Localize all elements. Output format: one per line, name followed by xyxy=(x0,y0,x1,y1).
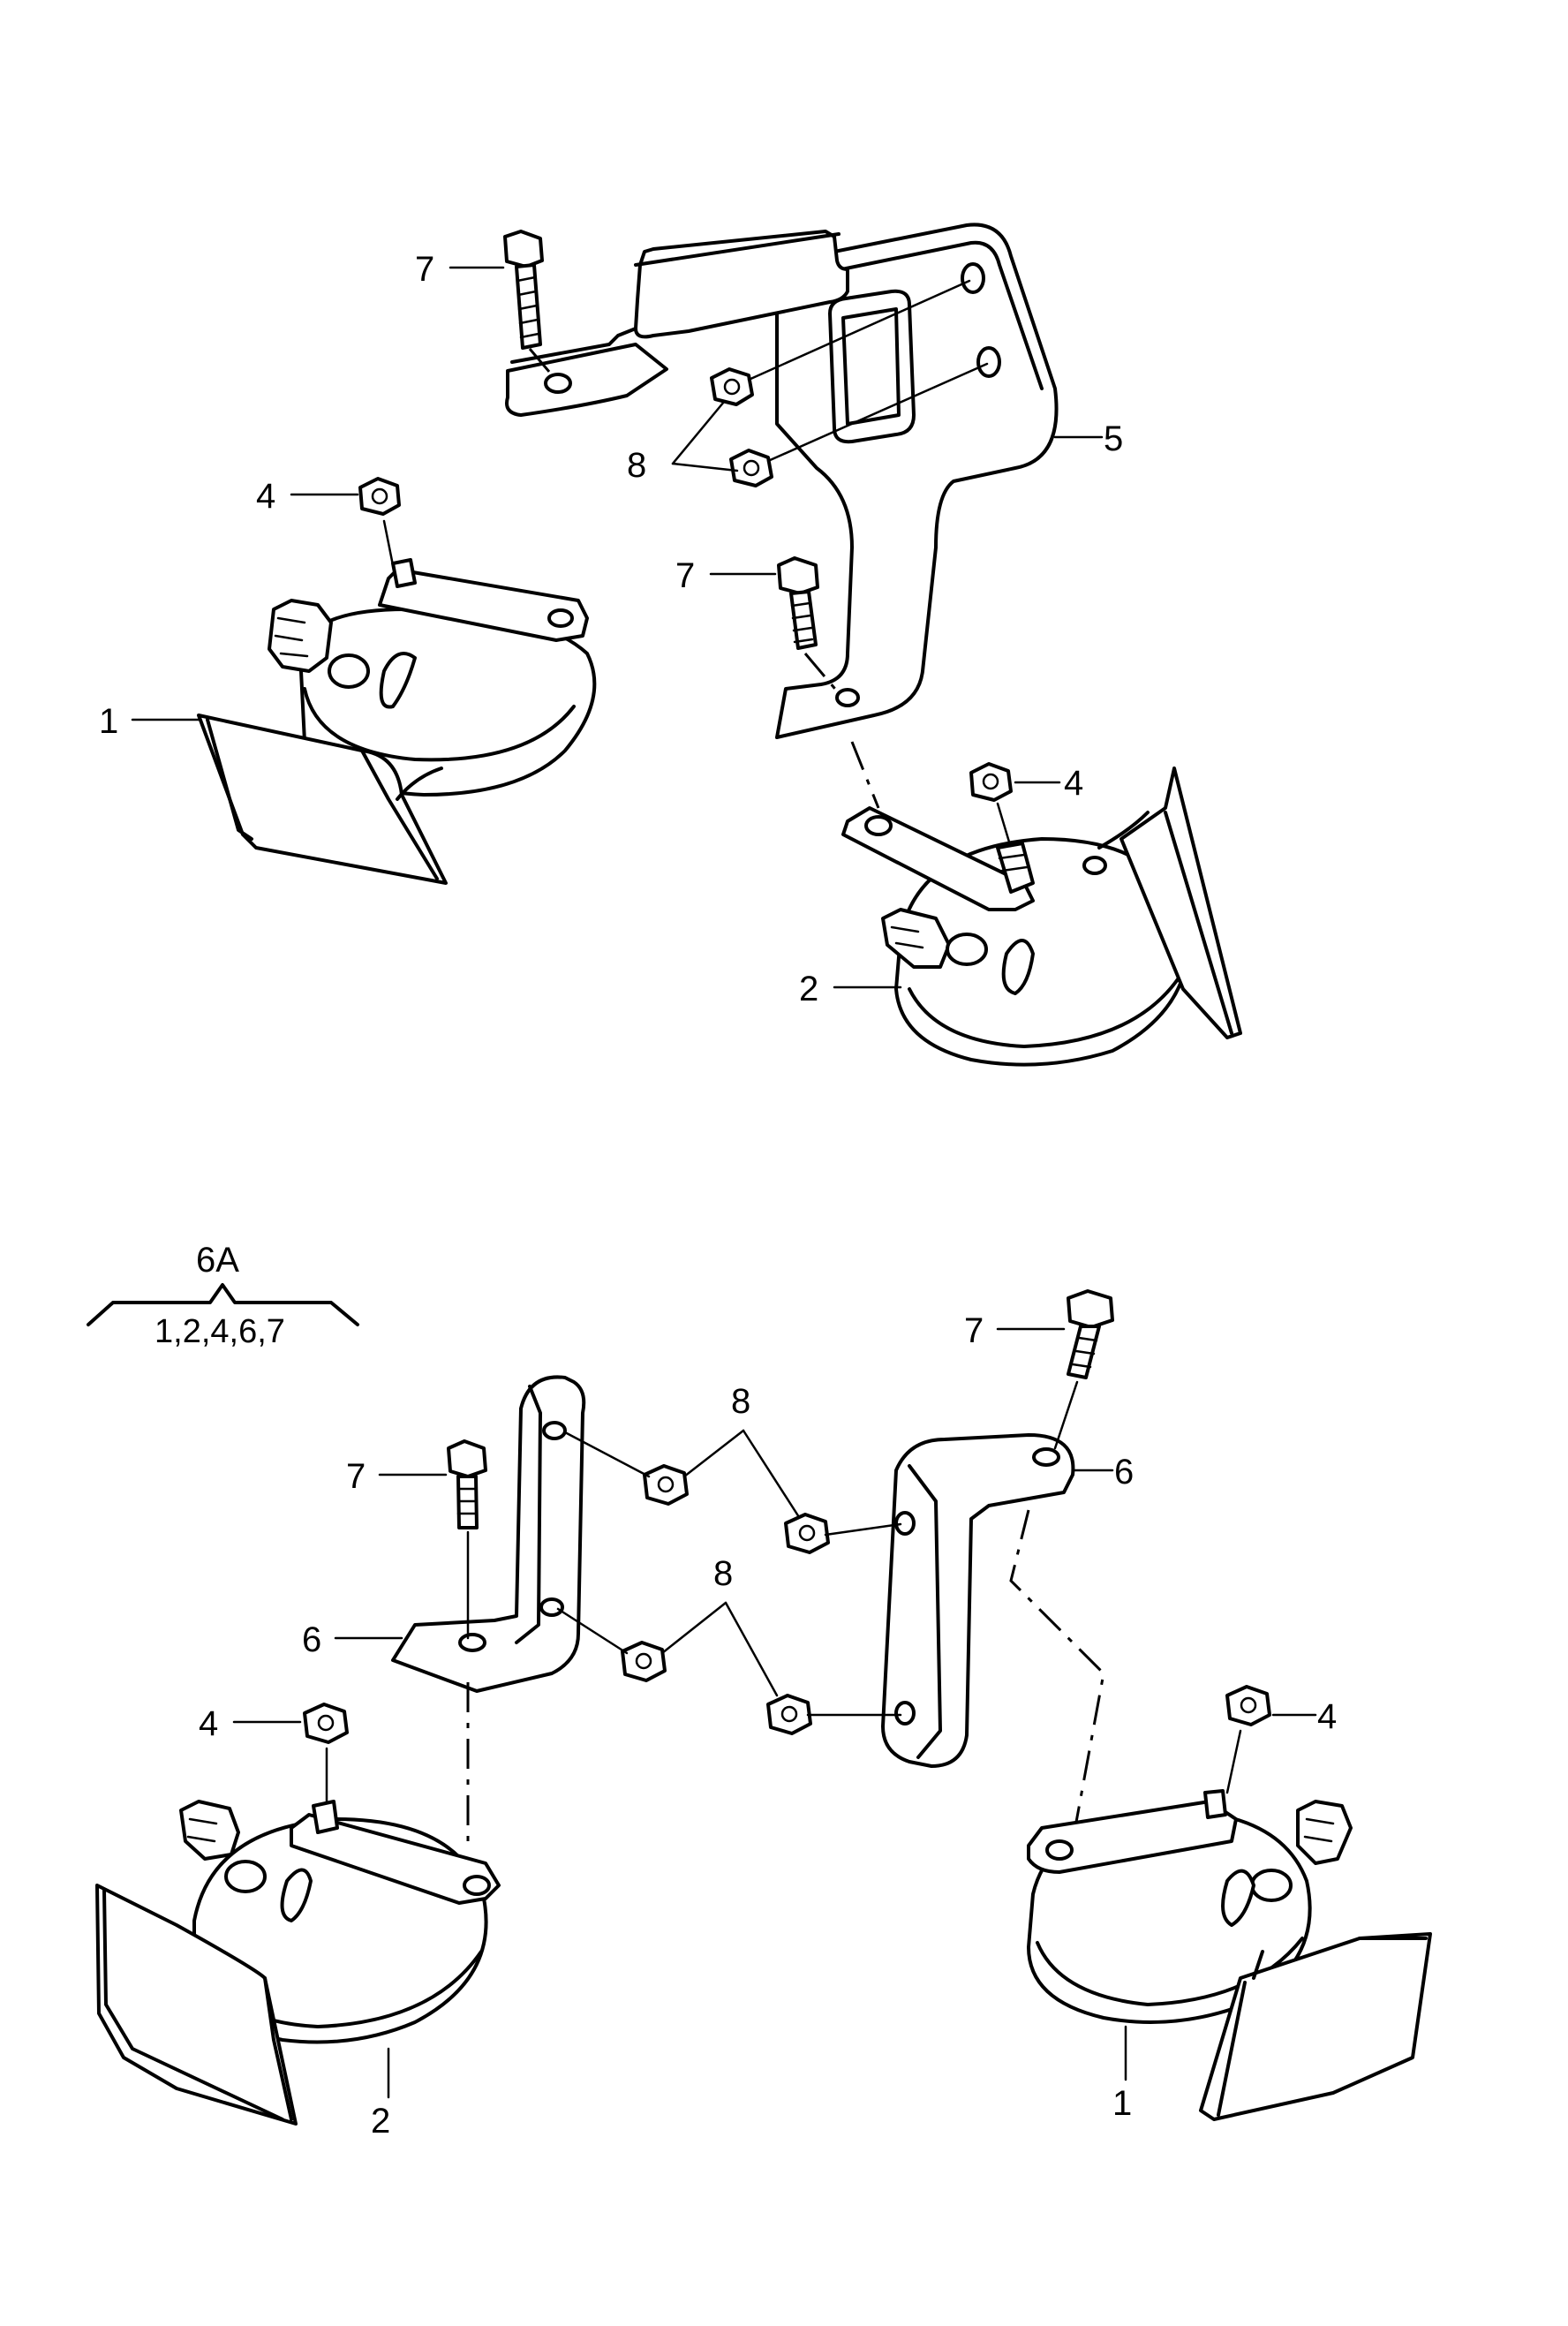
horn-1-top xyxy=(197,558,597,885)
label-bracket-6-left: 6 xyxy=(302,1620,321,1659)
nut-8-top-a xyxy=(710,367,754,406)
nut-8-bottom-a xyxy=(643,1464,689,1506)
label-bolt-7-upper: 7 xyxy=(415,250,434,289)
label-nut-4-bottom-left: 4 xyxy=(199,1704,218,1743)
nut-4-bottom-left xyxy=(303,1703,349,1812)
bolt-7-upper xyxy=(503,230,556,379)
bracket-6-right xyxy=(881,1433,1075,1768)
nut-4-top-left xyxy=(358,477,401,567)
label-horn-1-top: 1 xyxy=(99,702,118,741)
label-horn-1-bottom: 1 xyxy=(1112,2084,1132,2123)
label-nut-4-bottom-right: 4 xyxy=(1317,1697,1337,1736)
horn-2-bottom xyxy=(95,1800,501,2126)
label-horn-2-bottom: 2 xyxy=(371,2102,390,2141)
horn-1-bottom xyxy=(1027,1789,1432,2121)
bracket-6-left xyxy=(391,1375,586,1693)
label-nuts-8-top: 8 xyxy=(627,446,646,485)
label-nuts-8-bottom-upper: 8 xyxy=(731,1382,750,1421)
label-nuts-8-bottom-lower: 8 xyxy=(713,1554,733,1593)
label-bolt-7-bottom-right: 7 xyxy=(964,1311,984,1350)
bolt-7-bottom-left xyxy=(447,1439,487,1640)
horn-2-top xyxy=(841,767,1242,1067)
bracket-5-arm xyxy=(505,230,849,417)
bolt-7-bottom-right xyxy=(1053,1289,1114,1450)
label-group-6A: 6A xyxy=(196,1241,239,1280)
nut-8-bottom-b xyxy=(784,1513,830,1554)
bolt-7-lower xyxy=(777,556,841,694)
nut-8-bottom-c xyxy=(621,1641,667,1682)
nut-8-top-b xyxy=(729,449,773,487)
label-horn-2-top: 2 xyxy=(799,970,818,1008)
nut-4-top-right xyxy=(969,762,1013,850)
group-6A: 6A 1,2,4,6,7 xyxy=(87,1241,359,1350)
nut-8-bottom-d xyxy=(766,1694,812,1735)
label-bracket-6-right: 6 xyxy=(1114,1453,1134,1492)
label-group-items: 1,2,4,6,7 xyxy=(155,1313,285,1350)
label-nut-4-top-left: 4 xyxy=(256,477,275,516)
label-bolt-7-lower: 7 xyxy=(675,556,695,595)
label-bracket-5: 5 xyxy=(1104,419,1123,458)
label-bolt-7-bottom-left: 7 xyxy=(346,1457,366,1496)
bracket-5 xyxy=(766,223,1059,739)
nut-4-bottom-right xyxy=(1225,1685,1271,1794)
label-nut-4-top-right: 4 xyxy=(1064,764,1083,803)
